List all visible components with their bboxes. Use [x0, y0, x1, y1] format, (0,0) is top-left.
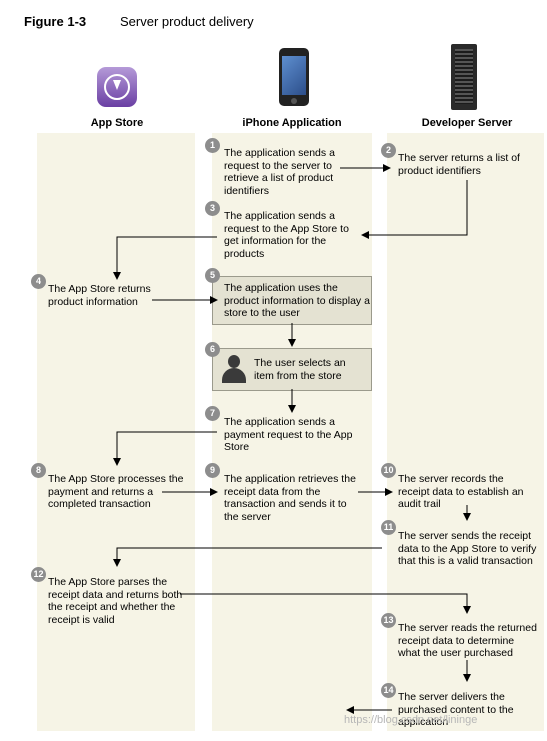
step-14-badge: 14 — [381, 683, 396, 698]
step-3-badge: 3 — [205, 201, 220, 216]
step-13-badge: 13 — [381, 613, 396, 628]
iphone-icon — [279, 48, 309, 106]
arrow-3-to-4 — [113, 236, 217, 280]
lane-iphone — [212, 133, 372, 731]
step-12-text: The App Store parses the receipt data an… — [48, 576, 183, 626]
step-9-badge: 9 — [205, 463, 220, 478]
step-10-badge: 10 — [381, 463, 396, 478]
step-12-badge: 12 — [31, 567, 46, 582]
app-store-icon — [97, 67, 137, 107]
step-8-text: The App Store processes the payment and … — [48, 473, 184, 510]
step-1-badge: 1 — [205, 138, 220, 153]
figure-number: Figure 1-3 — [24, 14, 87, 29]
step-9-text: The application retrieves the receipt da… — [224, 473, 356, 523]
step-7-badge: 7 — [205, 406, 220, 421]
step-1-text: The application sends a request to the s… — [224, 147, 335, 197]
step-2-badge: 2 — [381, 143, 396, 158]
arrow-11-to-12 — [113, 547, 382, 567]
arrow-12-to-13 — [180, 593, 471, 614]
step-6-text: The user selects an item from the store — [254, 357, 346, 382]
step-3-text: The application sends a request to the A… — [224, 210, 349, 260]
step-14-text: The server delivers the purchased conten… — [398, 691, 514, 728]
server-rack-icon — [451, 44, 477, 110]
step-8-badge: 8 — [31, 463, 46, 478]
step-11-text: The server sends the receipt data to the… — [398, 530, 537, 567]
step-4-badge: 4 — [31, 274, 46, 289]
person-silhouette-icon — [221, 355, 247, 383]
step-11-badge: 11 — [381, 520, 396, 535]
step-5-badge: 5 — [205, 268, 220, 283]
watermark: https://blog.csdn.net/lininge — [344, 714, 478, 726]
step-6-badge: 6 — [205, 342, 220, 357]
step-5-text: The application uses the product informa… — [224, 282, 370, 319]
arrow-2-to-3 — [361, 180, 468, 239]
figure-title: Server product delivery — [120, 14, 254, 29]
lane-label-iphone: iPhone Application — [242, 117, 342, 129]
step-7-text: The application sends a payment request … — [224, 416, 353, 453]
step-10-text: The server records the receipt data to e… — [398, 473, 524, 510]
lane-server — [387, 133, 544, 731]
step-2-text: The server returns a list of product ide… — [398, 152, 520, 177]
arrow-7-to-8 — [113, 431, 217, 466]
step-13-text: The server reads the returned receipt da… — [398, 622, 537, 659]
step-4-text: The App Store returns product informatio… — [48, 283, 151, 308]
lane-label-app-store: App Store — [90, 117, 144, 129]
lane-label-server: Developer Server — [421, 117, 513, 129]
